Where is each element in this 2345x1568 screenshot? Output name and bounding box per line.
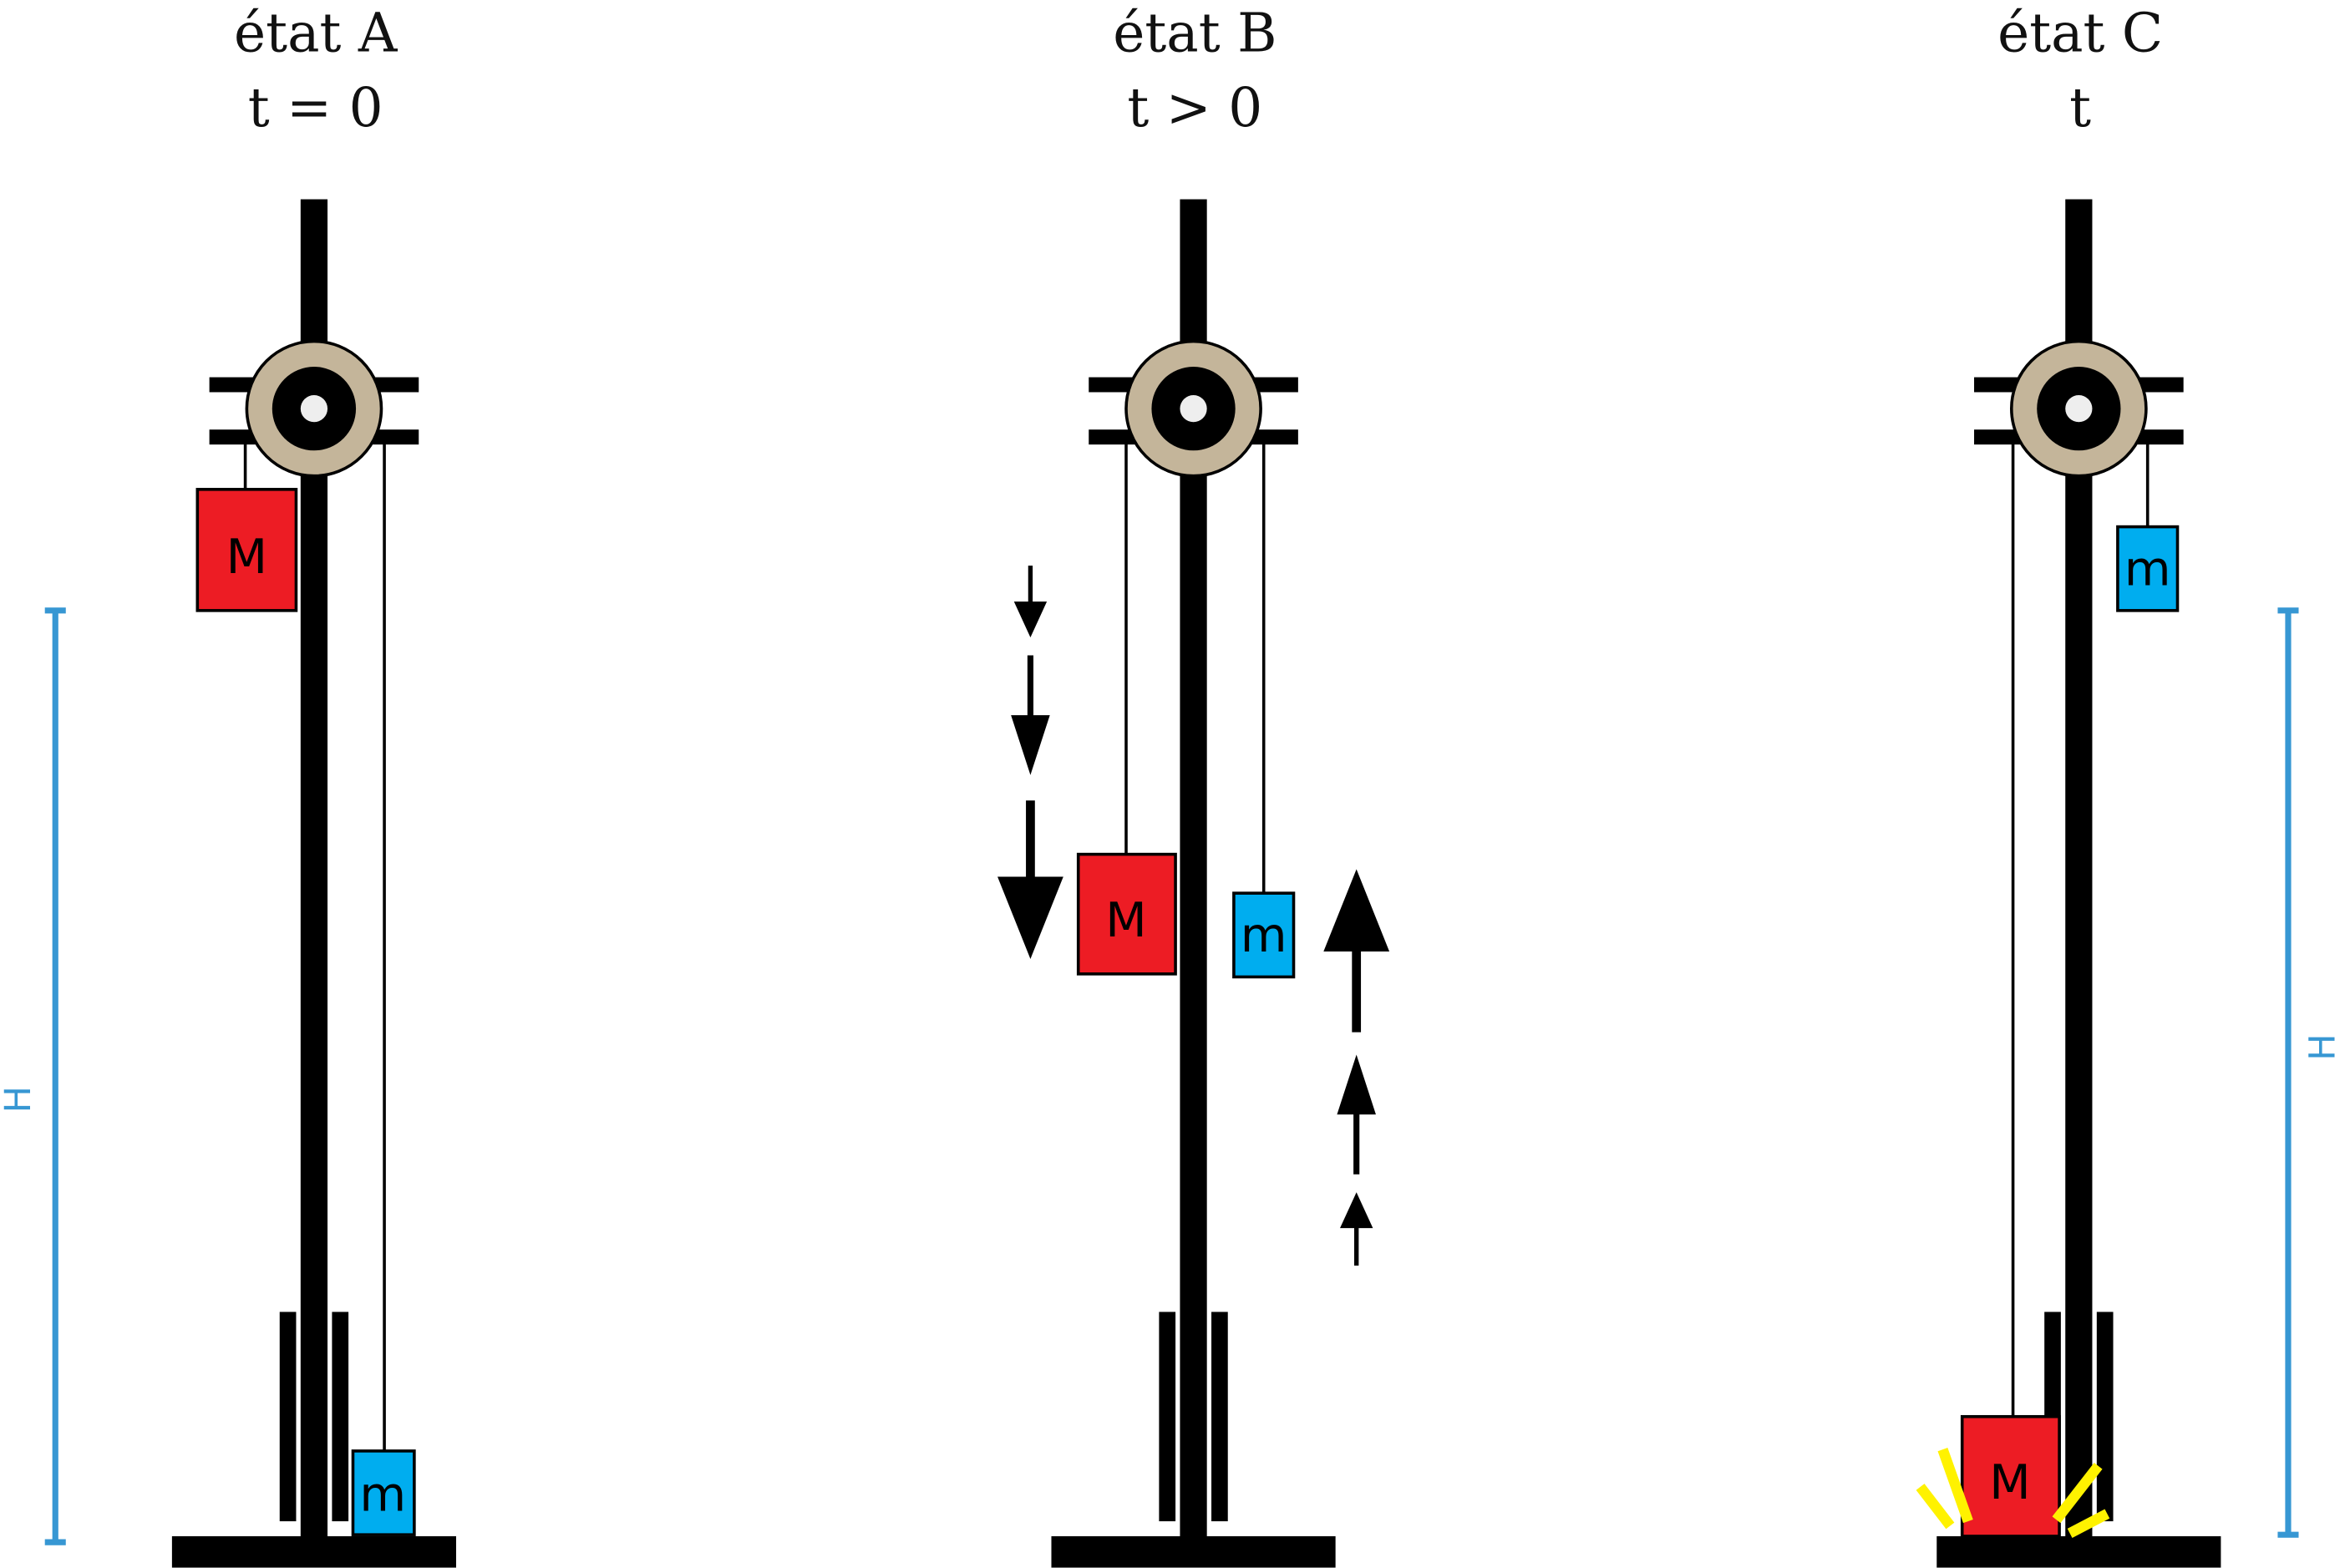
panel-time: t = 0 [248,77,383,140]
small-mass: m [1232,891,1296,979]
small-mass: m [351,1449,416,1536]
small-mass-label: m [2124,540,2171,596]
panel-time: t > 0 [1127,77,1262,140]
up-arrows-accelerating [1323,869,1390,1266]
height-bar [44,607,66,1545]
small-mass-label: m [359,1467,406,1523]
small-mass: m [2116,525,2180,612]
panel-state-b: état B t > 0 M m [997,2,1390,1568]
big-mass-label: M [1105,892,1146,948]
height-label: H [0,1086,39,1113]
panel-state-c: état C t M m H [1916,2,2343,1568]
stand-with-pulley [1935,197,2223,1568]
big-mass: M [1960,1414,2061,1538]
height-label: H [2302,1033,2343,1060]
big-mass-label: M [1989,1454,2030,1510]
panel-time: t [2069,77,2091,140]
stand-with-pulley [170,197,458,1568]
panel-title: état C [1997,2,2163,64]
small-mass-label: m [1241,907,1287,963]
panel-title: état A [234,2,398,64]
height-bar [2277,607,2299,1538]
panel-title: état B [1113,2,1277,64]
big-mass-label: M [226,529,267,585]
down-arrows-accelerating [997,566,1063,959]
big-mass: M [1076,852,1177,976]
panel-state-a: état A t = 0 M m H [0,2,458,1568]
impact-marks [1916,1448,2110,1538]
big-mass: M [195,488,298,612]
